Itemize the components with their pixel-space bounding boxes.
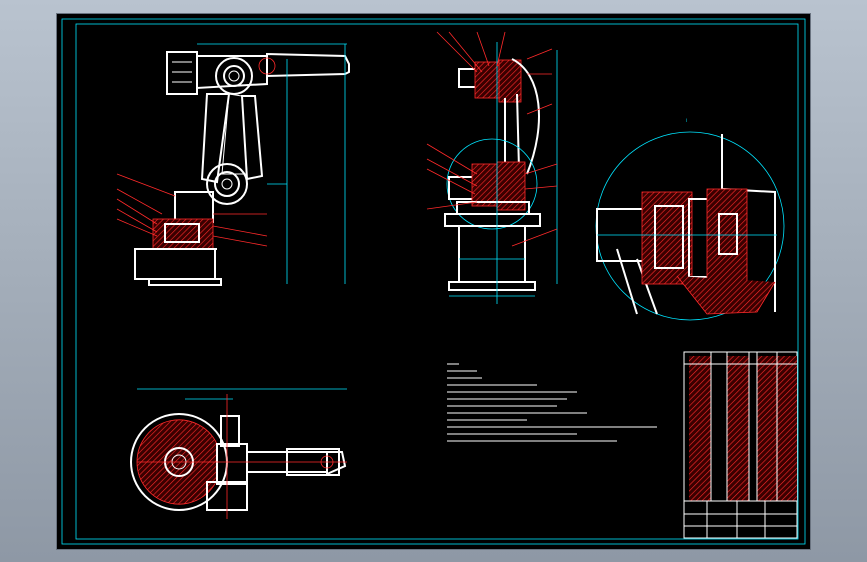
detail-view: I — [595, 118, 785, 321]
technical-notes — [447, 363, 657, 442]
front-view — [116, 43, 350, 286]
detail-label: I — [686, 118, 687, 123]
outer-frame — [61, 18, 806, 545]
drawing-sheet: I — [56, 13, 811, 550]
inner-frame — [75, 23, 799, 540]
title-block — [683, 351, 798, 539]
top-view — [130, 388, 347, 519]
side-view — [426, 31, 558, 304]
cad-drawing: I — [61, 18, 806, 545]
